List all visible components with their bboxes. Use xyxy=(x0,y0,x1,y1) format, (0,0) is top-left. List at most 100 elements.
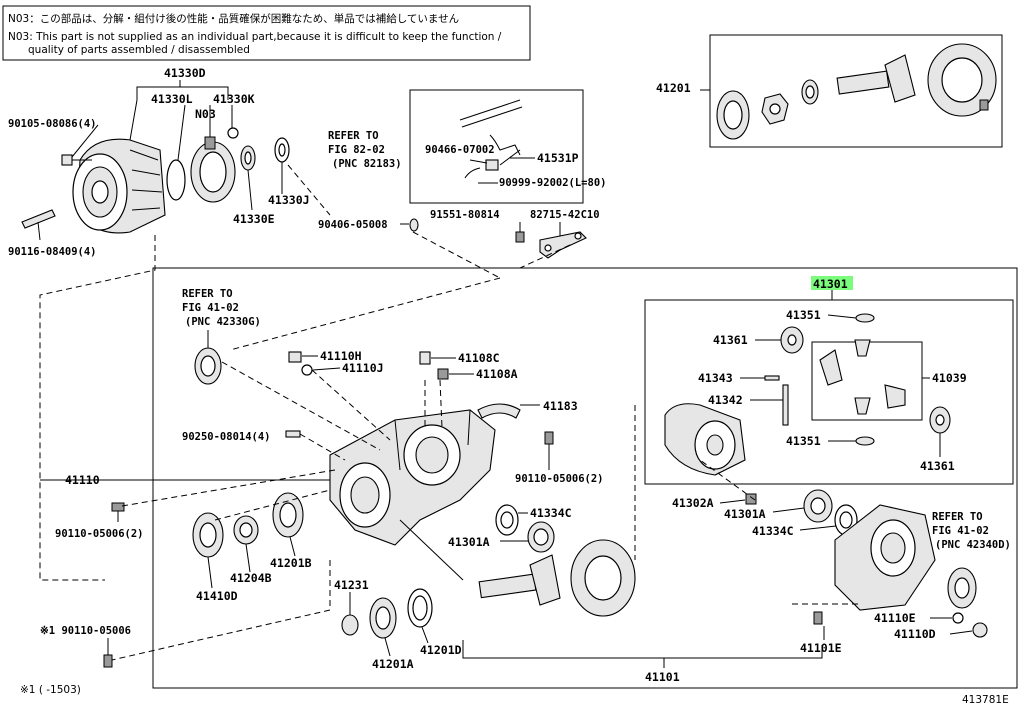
plug-41108A[interactable] xyxy=(437,368,449,380)
svg-text:(PNC 82183): (PNC 82183) xyxy=(332,158,402,170)
nut-41201[interactable] xyxy=(761,93,789,125)
label-41039: 41039 xyxy=(932,371,967,385)
label-41334C-a: 41334C xyxy=(530,506,572,520)
note-line-en-1: N03: This part is not supplied as an ind… xyxy=(8,31,502,43)
shim-41334C-a[interactable] xyxy=(495,504,519,536)
label-91551-80814: 91551-80814 xyxy=(430,209,500,221)
pinion-41201[interactable] xyxy=(836,54,916,103)
ring-41330J[interactable] xyxy=(274,137,290,163)
bearing-41201[interactable] xyxy=(801,79,819,105)
race-41201D[interactable] xyxy=(407,588,433,628)
clip-90466[interactable] xyxy=(485,159,499,171)
svg-text:FIG 41-02: FIG 41-02 xyxy=(182,302,239,314)
bolt-90110-a[interactable] xyxy=(544,431,554,445)
label-41101: 41101 xyxy=(645,670,680,684)
label-41201D: 41201D xyxy=(420,643,462,657)
differential-case-box: 41301 xyxy=(644,276,1014,485)
shaft-41342[interactable] xyxy=(782,384,789,426)
washer-41351-b[interactable] xyxy=(855,436,875,446)
label-41204B: 41204B xyxy=(230,571,272,585)
bolt-90110-star[interactable] xyxy=(103,654,113,668)
plug-41110D[interactable] xyxy=(972,622,988,638)
svg-text:FIG 41-02: FIG 41-02 xyxy=(932,525,989,537)
label-90105-08086: 90105-08086(4) xyxy=(8,118,97,130)
label-90999-92002: 90999-92002(L=80) xyxy=(499,177,606,189)
label-star-90110: ※1 90110-05006 xyxy=(40,625,131,637)
spacer-41231[interactable] xyxy=(341,614,359,636)
label-41108C: 41108C xyxy=(458,351,500,365)
gear-kit-41039[interactable] xyxy=(819,339,906,415)
refer-fig-41-02-a: REFER TO FIG 41-02 (PNC 42330G) xyxy=(182,288,261,328)
label-82715-42C10: 82715-42C10 xyxy=(530,209,600,221)
label-41330D: 41330D xyxy=(164,66,206,80)
svg-text:FIG 82-02: FIG 82-02 xyxy=(328,144,385,156)
coupling-housing[interactable] xyxy=(72,138,166,234)
ring-41330L[interactable] xyxy=(166,159,186,201)
ring-gear-41201[interactable] xyxy=(927,43,997,117)
washer-41330E[interactable] xyxy=(240,145,256,171)
pin-41343[interactable] xyxy=(764,375,780,381)
svg-text:REFER TO: REFER TO xyxy=(182,288,233,300)
label-41351-a: 41351 xyxy=(786,308,821,322)
footnote: ※1 ( -1503) xyxy=(20,684,81,696)
label-41110H: 41110H xyxy=(320,349,362,363)
label-41351-b: 41351 xyxy=(786,434,821,448)
note-line-jp: N03：この部品は、分解・組付け後の性能・品質確保が困難なため、単品では補給して… xyxy=(8,12,459,25)
label-41183: 41183 xyxy=(543,399,578,413)
figure-code: 413781E xyxy=(962,694,1009,706)
label-90250-08014: 90250-08014(4) xyxy=(182,431,271,443)
svg-text:(PNC 42330G): (PNC 42330G) xyxy=(185,316,261,328)
label-41330J: 41330J xyxy=(268,193,310,207)
washer-41361-a[interactable] xyxy=(780,326,804,354)
bearing-41201A[interactable] xyxy=(369,597,397,639)
seal-41330K[interactable] xyxy=(190,127,239,203)
stud-90116[interactable] xyxy=(21,209,56,229)
differential-case[interactable] xyxy=(664,403,746,476)
label-90110-05006-a: 90110-05006(2) xyxy=(515,473,604,485)
label-41231: 41231 xyxy=(334,578,369,592)
bolt-91551[interactable] xyxy=(515,231,525,243)
label-41531P: 41531P xyxy=(537,151,579,165)
plug-90406[interactable] xyxy=(409,218,419,232)
bracket-82715[interactable] xyxy=(539,231,587,259)
gasket-41110E[interactable] xyxy=(952,612,964,624)
label-41110D: 41110D xyxy=(894,627,936,641)
seal-42330G[interactable] xyxy=(194,347,222,385)
collar-41204B[interactable] xyxy=(233,515,259,545)
bearing-41301A-a[interactable] xyxy=(527,521,555,553)
label-41101E: 41101E xyxy=(800,641,842,655)
gasket-41110J[interactable] xyxy=(301,364,313,376)
bolt-41101E[interactable] xyxy=(813,611,823,625)
label-41342: 41342 xyxy=(708,393,743,407)
label-90406-05008: 90406-05008 xyxy=(318,219,388,231)
label-41110J: 41110J xyxy=(342,361,384,375)
bolt-90105[interactable] xyxy=(61,154,92,166)
seal-41410D[interactable] xyxy=(192,512,224,558)
seal-41201[interactable] xyxy=(716,90,750,140)
refer-fig-41-02-b: REFER TO FIG 41-02 (PNC 42340D) xyxy=(932,511,1011,551)
label-41330E: 41330E xyxy=(233,212,275,226)
bearing-41301A-b[interactable] xyxy=(803,489,833,523)
label-90110-05006-b: 90110-05006(2) xyxy=(55,528,144,540)
ring-gear[interactable] xyxy=(570,539,636,617)
differential-carrier-41110[interactable] xyxy=(329,409,496,546)
bearing-41201B[interactable] xyxy=(272,492,304,538)
bolt-90110-b[interactable] xyxy=(111,502,125,512)
label-41302A: 41302A xyxy=(672,496,714,510)
label-41201: 41201 xyxy=(656,81,691,95)
bolt-41302A[interactable] xyxy=(745,493,757,505)
bracket-41183[interactable] xyxy=(477,403,521,419)
pin-90250[interactable] xyxy=(285,430,301,438)
drive-pinion[interactable] xyxy=(478,554,561,606)
washer-41351-a[interactable] xyxy=(855,313,875,323)
plug-41110H[interactable] xyxy=(288,351,302,363)
label-41108A: 41108A xyxy=(476,367,518,381)
bolt-41201[interactable] xyxy=(979,99,989,111)
plug-41108C[interactable] xyxy=(419,351,431,365)
note-box: N03：この部品は、分解・組付け後の性能・品質確保が困難なため、単品では補給して… xyxy=(2,5,531,61)
seal-42340D[interactable] xyxy=(947,567,977,609)
svg-text:(PNC 42340D): (PNC 42340D) xyxy=(935,539,1011,551)
carrier-cover[interactable] xyxy=(834,504,936,611)
label-41110: 41110 xyxy=(65,473,100,487)
washer-41361-b[interactable] xyxy=(929,406,951,434)
